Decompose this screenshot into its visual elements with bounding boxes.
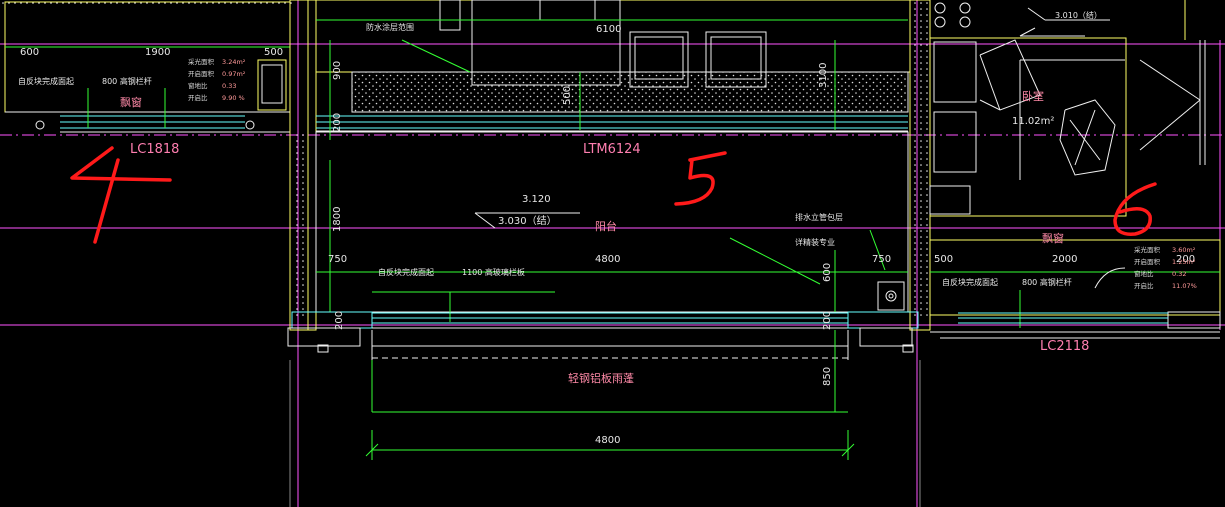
canopy	[371, 330, 849, 413]
dim-6100: 6100	[596, 24, 621, 35]
label-left-rail: 800 高钢栏杆	[102, 76, 152, 86]
label-balcony: 阳台	[595, 219, 617, 233]
label-door-ltm6124: LTM6124	[583, 142, 641, 157]
label-right-sill: 自反块完成面起	[942, 277, 998, 287]
dim-850: 850	[822, 367, 833, 386]
dim-750-right: 750	[872, 254, 891, 265]
left-wall-column	[289, 0, 317, 331]
label-window-lc2118: LC2118	[1040, 339, 1089, 354]
left-stat-value-3: 9.90 %	[222, 94, 245, 102]
right-stat-label-3: 开启比	[1134, 281, 1154, 290]
label-bedroom-area: 11.02m²	[1012, 116, 1054, 127]
dim-4800-mid: 4800	[595, 254, 620, 265]
left-stat-label-3: 开启比	[188, 93, 208, 102]
left-window-stats: 采光面积 3.24m² 开启面积 0.97m² 窗地比 0.33 开启比 9.9…	[188, 57, 246, 102]
left-stat-label-1: 开启面积	[188, 69, 215, 78]
dim-1800: 1800	[332, 207, 343, 232]
right-wall-column	[909, 0, 931, 331]
dim-200-a: 200	[332, 113, 343, 132]
left-stat-value-0: 3.24m²	[222, 58, 246, 66]
hand-5-text: 5	[700, 179, 701, 181]
balcony-area	[315, 131, 909, 322]
label-left-sill: 自反块完成面起	[18, 76, 74, 86]
dim-1900: 1900	[145, 47, 170, 58]
dim-200-b: 200	[334, 311, 345, 330]
dim-750-left: 750	[328, 254, 347, 265]
right-stat-value-2: 0.32	[1172, 270, 1186, 278]
dim-500-top: 500	[264, 47, 283, 58]
right-window-stats: 采光面积 3.60m² 开启面积 1.25m² 窗地比 0.32 开启比 11.…	[1134, 245, 1197, 290]
label-left-bay-window: 飘窗	[120, 95, 142, 109]
label-canopy: 轻钢铝板雨蓬	[568, 371, 634, 385]
dim-3100: 3100	[818, 63, 829, 88]
label-window-lc1818: LC1818	[130, 142, 179, 157]
dimension-labels: 600 1900 500 6100 900 500 3100 200 1800 …	[20, 24, 1195, 446]
left-stat-value-1: 0.97m²	[222, 70, 246, 78]
living-room-top	[315, 0, 911, 140]
dim-500-mid: 500	[562, 86, 573, 105]
right-stat-label-1: 开启面积	[1134, 257, 1161, 266]
dim-600-b: 600	[822, 263, 833, 282]
label-level-3030: 3.030（结）	[498, 214, 557, 227]
balcony-railing	[287, 311, 919, 353]
dim-4800-bottom: 4800	[595, 435, 620, 446]
label-level-3120: 3.120	[522, 194, 551, 205]
label-detail-note: 详精装专业	[795, 237, 835, 247]
left-stat-value-2: 0.33	[222, 82, 236, 90]
right-stat-value-1: 1.25m²	[1172, 258, 1196, 266]
handwritten-number-4: 4	[70, 146, 172, 244]
left-stat-label-0: 采光面积	[188, 57, 215, 66]
dim-200-d: 200	[1176, 254, 1195, 265]
dim-900: 900	[332, 61, 343, 80]
hand-6-text: 6	[1135, 211, 1136, 213]
dim-600: 600	[20, 47, 39, 58]
label-level-top-right: 3.010（结）	[1055, 10, 1102, 20]
right-bay-window	[929, 239, 1221, 339]
label-waterproof: 防水涂层范围	[366, 22, 414, 32]
left-bay-window-room	[0, 0, 292, 133]
right-stat-label-0: 采光面积	[1134, 245, 1161, 254]
handwritten-number-6: 6	[1113, 182, 1157, 236]
label-bedroom: 卧室	[1022, 89, 1044, 103]
text-labels: 防水涂层范围 3.010（结） 自反块完成面起 800 高钢栏杆 飘窗 LC18…	[18, 7, 1110, 385]
dim-2000: 2000	[1052, 254, 1077, 265]
right-stat-label-2: 窗地比	[1134, 269, 1154, 278]
right-stat-value-3: 11.07%	[1172, 282, 1197, 290]
label-mid-sill: 自反块完成面起	[378, 267, 434, 277]
label-mid-rail: 1100 高玻璃栏板	[462, 267, 525, 277]
dim-500-right: 500	[934, 254, 953, 265]
right-stat-value-0: 3.60m²	[1172, 246, 1196, 254]
hand-4-text: 4	[118, 199, 119, 201]
label-right-bay-window: 飘窗	[1042, 231, 1064, 245]
label-drain-note: 排水立管包层	[795, 212, 843, 222]
label-right-rail: 800 高钢栏杆	[1022, 277, 1072, 287]
bottom-dimension	[365, 430, 855, 460]
left-stat-label-2: 窗地比	[188, 81, 208, 90]
handwritten-number-5: 5	[674, 151, 727, 206]
dim-200-c: 200	[822, 311, 833, 330]
